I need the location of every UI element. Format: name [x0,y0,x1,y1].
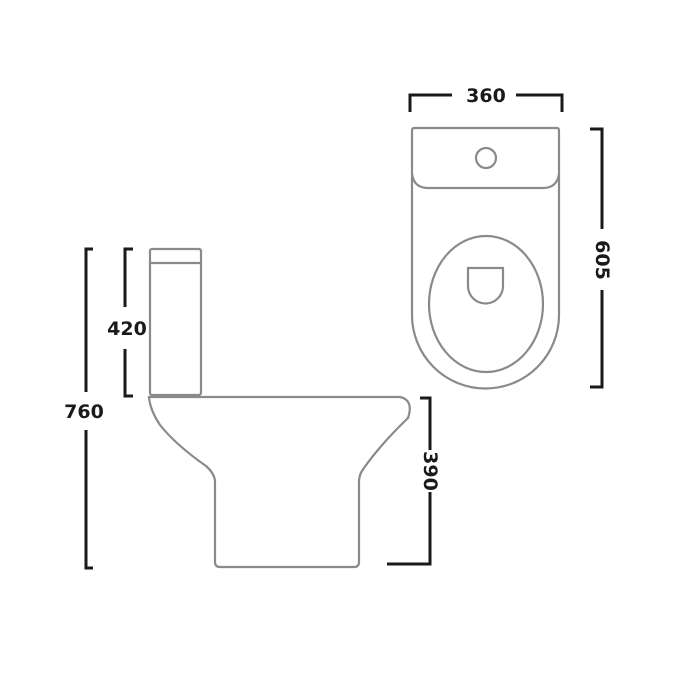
pan-side [147,395,411,569]
side-view [147,247,411,569]
dimension-label-760: 760 [64,401,104,423]
dimension-label-390: 390 [419,451,441,491]
dimension-label-605: 605 [591,240,613,280]
dimension-390: 390 [387,396,441,566]
dimension-760: 760 [64,247,104,570]
dimension-360: 360 [408,85,564,112]
bowl-opening [466,266,505,305]
top-view [410,126,561,390]
cistern-top-line [410,173,561,190]
flush-button-icon [474,146,498,170]
dimension-label-360: 360 [466,85,506,107]
dimension-label-420: 420 [107,318,147,340]
cistern-side [148,247,203,397]
seat-outline [427,234,545,374]
dimension-420: 420 [107,247,147,398]
top-outline [410,126,561,390]
dimension-605: 605 [590,127,613,389]
